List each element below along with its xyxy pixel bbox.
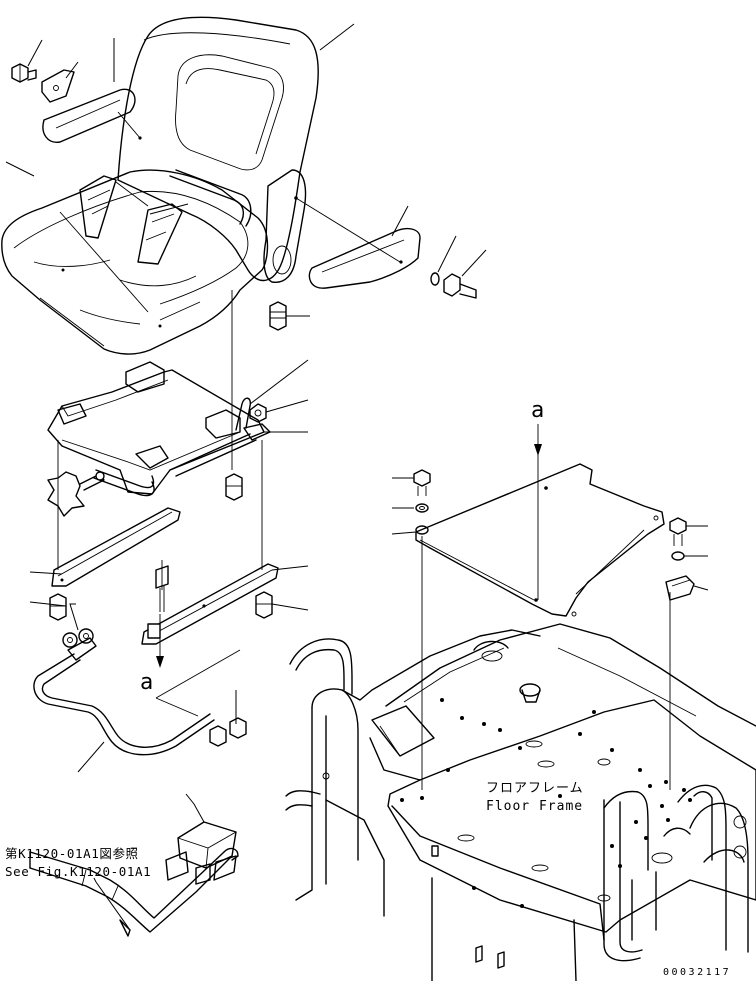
ref-arrow-upper [534, 424, 542, 600]
floor-frame-label-en: Floor Frame [486, 799, 584, 814]
leader-arrowhead [119, 919, 131, 937]
washer-armrest [430, 272, 440, 286]
star-knob [47, 471, 105, 517]
ref-arrow-lower [155, 614, 241, 717]
hex-bolt-armrest [443, 273, 477, 299]
hex-nut-left-rail [49, 593, 67, 621]
clip-plate-right [665, 575, 695, 601]
lower-rail-left [51, 507, 181, 587]
mounting-plate [415, 463, 665, 617]
ref-arrow-bottom-label: a [140, 670, 154, 695]
floor-frame [285, 623, 756, 981]
hex-bolt-under-seat [269, 301, 287, 331]
lower-rail-right [141, 563, 279, 645]
operator-seat [1, 16, 319, 355]
washer-pair [62, 628, 94, 648]
assembly-lines [57, 290, 263, 590]
leader-lines [5, 23, 709, 931]
see-fig-label-en: See Fig.K1120-01A1 [5, 864, 152, 879]
hex-nut-lever [249, 403, 267, 423]
armrest-right [295, 197, 421, 289]
hex-bolt-under-rail [225, 473, 243, 501]
assembly-line-right [421, 536, 671, 790]
floor-frame-label-jp: フロアフレーム [486, 781, 584, 796]
hex-bolt-plate-right [669, 517, 687, 546]
see-fig-label-jp: 第K1120-01A1図参照 [5, 846, 139, 861]
hex-bolt-top-left [11, 63, 37, 83]
hex-nut-pair [209, 717, 247, 747]
hex-bolt-plate-left [413, 469, 431, 496]
hex-bolt-right-rail [255, 591, 273, 619]
drawing-code: 00032117 [663, 967, 732, 978]
nut-plate-left [415, 525, 429, 535]
wire-harness [33, 637, 215, 756]
bracket-top-left [41, 69, 75, 103]
socket-bolt [155, 565, 169, 612]
washer-plate-right [671, 551, 685, 561]
ref-arrow-top-label: a [531, 398, 545, 423]
washer-plate-left [415, 503, 429, 513]
connector [165, 821, 237, 885]
